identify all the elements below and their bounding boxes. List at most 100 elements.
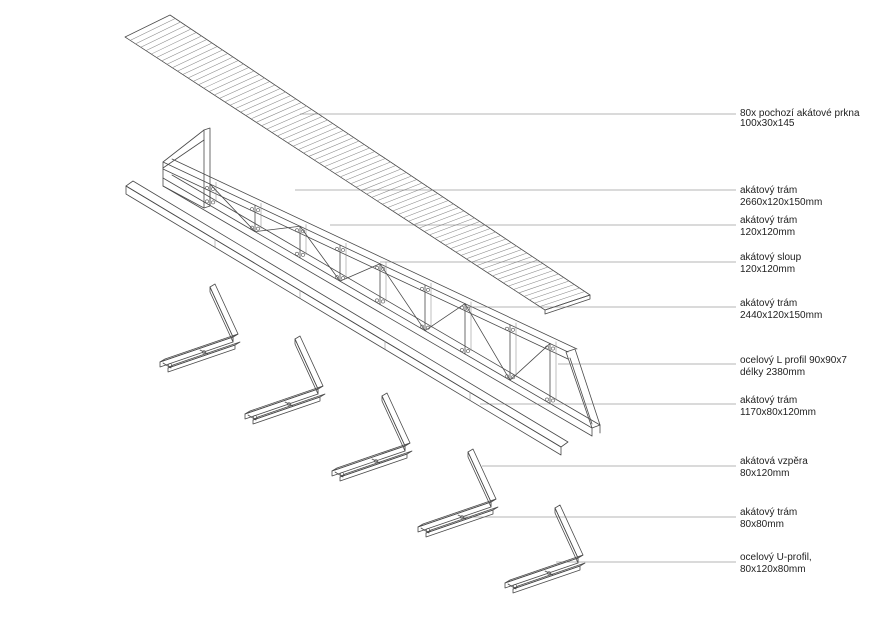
deck-plank-line [492, 259, 538, 277]
truss-diagonal [509, 343, 551, 381]
truss-diagonal [299, 225, 341, 282]
deck-plank-line [298, 130, 344, 150]
deck-plank-line [418, 210, 465, 229]
deck-plank-line [424, 214, 470, 232]
bracket-strut [467, 448, 497, 503]
callout-beam-2-line1: akátový trám [740, 215, 797, 226]
bolt [513, 584, 517, 588]
bolt [301, 229, 305, 234]
bracket-assemblies [159, 283, 586, 594]
deck-plank-line [334, 154, 381, 174]
bolt [335, 247, 339, 251]
deck-plank-line [455, 235, 501, 253]
deck-plank-line [303, 133, 349, 154]
bracket [504, 504, 586, 594]
deck-plank-line [235, 88, 281, 109]
bolt [374, 459, 378, 463]
deck-plank-line [376, 182, 423, 202]
truss-web-members [162, 139, 593, 425]
deck-plank-line [172, 46, 218, 68]
deck-plank-line [277, 116, 323, 137]
callout-beam-3-line2: 2440x120x150mm [740, 310, 822, 321]
bracket-strut [209, 283, 239, 338]
callout-planks-line2: 100x30x145 [740, 118, 795, 129]
bracket-beam-side [159, 336, 234, 368]
deck-plank-line [382, 186, 428, 205]
deck-plank-line [350, 165, 396, 184]
deck-plank-line [140, 25, 186, 48]
bracket-cross [507, 583, 517, 590]
callout-beam-5-line2: 80x80mm [740, 519, 784, 530]
bolt [511, 375, 515, 380]
deck-plank-line [187, 56, 234, 79]
bolt [505, 374, 509, 379]
deck-plank-line [518, 277, 564, 294]
bolt [205, 199, 209, 204]
deck-plank-line [529, 284, 575, 301]
deck-plank-line [319, 144, 365, 164]
callout-beam-2-line2: 120x120mm [740, 227, 795, 238]
truss-diagonal [379, 263, 426, 332]
deck-plank-line [408, 203, 454, 222]
bolt [547, 571, 551, 575]
bolt [340, 472, 344, 476]
deck-plank-line [487, 256, 533, 273]
bracket [331, 392, 413, 482]
deck-plank-line [166, 42, 213, 65]
deck-plank-line [466, 242, 512, 260]
bracket-cross [420, 527, 430, 534]
bracket-strut [554, 504, 584, 559]
deck-plank-line [198, 63, 244, 86]
deck-plank-line [151, 32, 197, 55]
bolt [250, 225, 254, 230]
deck-plank-line [534, 287, 580, 304]
truss-bolts [205, 186, 555, 403]
bracket [159, 283, 241, 373]
leader-lines [295, 113, 736, 563]
bolt [256, 208, 260, 213]
deck-plank-line [135, 21, 181, 45]
bracket-strut-side [294, 338, 319, 395]
deck-plank-line [481, 252, 528, 270]
callout-beam-3-line1: akátový trám [740, 298, 797, 309]
callout-uprofil-line2: 80x120x80mm [740, 564, 806, 575]
deck-plank-line [502, 266, 549, 283]
truss-frame [162, 127, 601, 437]
deck-plank-line [513, 273, 559, 290]
bolt [168, 363, 172, 367]
deck-plank-line [345, 161, 391, 181]
l-profile-side [125, 185, 562, 456]
truss-end-diagonal [162, 139, 205, 169]
deck-plank-line [292, 126, 339, 147]
truss-top-chord-lower [162, 168, 569, 360]
bolt [341, 248, 345, 252]
bracket-rail-side [252, 396, 321, 425]
truss-top-chord-upper [162, 161, 569, 353]
truss-left-end [162, 127, 211, 209]
bolt [375, 265, 379, 270]
bracket [244, 335, 326, 425]
deck-outline [124, 14, 591, 311]
deck-plank-line [203, 67, 249, 89]
callout-beam-5-line1: akátový trám [740, 507, 797, 518]
bolt [551, 398, 555, 403]
bolt [381, 266, 385, 271]
bracket-rail-side [425, 509, 494, 538]
bolt [420, 324, 424, 329]
truss-diagonal [254, 225, 301, 233]
truss-bottom-chord-upper [162, 177, 593, 429]
bolt [511, 327, 515, 332]
deck-plank-line [397, 196, 444, 215]
deck-plank-line [523, 280, 570, 297]
deck-plank-line [229, 84, 276, 106]
callout-beam-4-line2: 1170x80x120mm [740, 407, 816, 418]
deck-plank-line [340, 158, 386, 178]
callout-post-line2: 120x120mm [740, 264, 795, 275]
bolt [287, 402, 291, 406]
callout-strut-line1: akátová vzpěra [740, 456, 808, 467]
bolt [205, 186, 209, 190]
bolt [551, 346, 555, 351]
deck-plank-line [434, 221, 480, 239]
